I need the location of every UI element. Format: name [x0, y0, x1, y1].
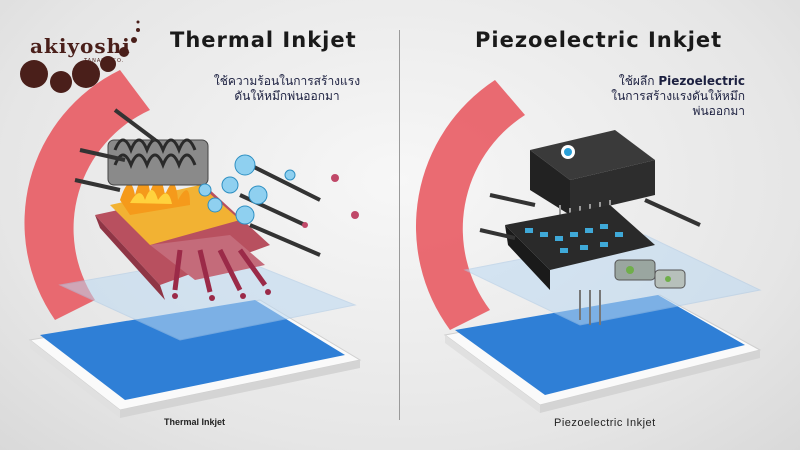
thermal-description: ใช้ความร้อนในการสร้างแรงดันให้หมึกพ่นออก…: [213, 74, 361, 103]
thermal-illustration: [24, 70, 362, 418]
logo-wordmark: akiyoshi: [30, 34, 131, 58]
piezo-description-prefix: ใช้ผลึก: [618, 74, 659, 88]
piezo-description: ใช้ผลึก Piezoelectric ในการสร้างแรงดันให…: [605, 74, 745, 119]
logo-dots-graphic: [20, 20, 140, 93]
thermal-title: Thermal Inkjet: [170, 28, 357, 52]
piezo-description-suffix: ในการสร้างแรงดันให้หมึกพ่นออกมา: [611, 89, 745, 118]
piezo-description-highlight: Piezoelectric: [658, 74, 745, 88]
thermal-caption: Thermal Inkjet: [164, 417, 226, 427]
piezo-panel: Piezoelectric Inkjet ใช้ผลึก Piezoelectr…: [400, 0, 800, 450]
thermal-panel: Thermal Inkjet ใช้ความร้อนในการสร้างแรงด…: [24, 28, 362, 427]
piezo-title: Piezoelectric Inkjet: [475, 28, 723, 52]
brand-logo: akiyoshi TANAKA CO.: [16, 16, 146, 106]
logo-subtext: TANAKA CO.: [84, 58, 125, 64]
piezo-caption: Piezoelectric Inkjet: [554, 417, 656, 429]
piezo-illustration: [415, 80, 762, 413]
panel-divider: [399, 30, 400, 420]
